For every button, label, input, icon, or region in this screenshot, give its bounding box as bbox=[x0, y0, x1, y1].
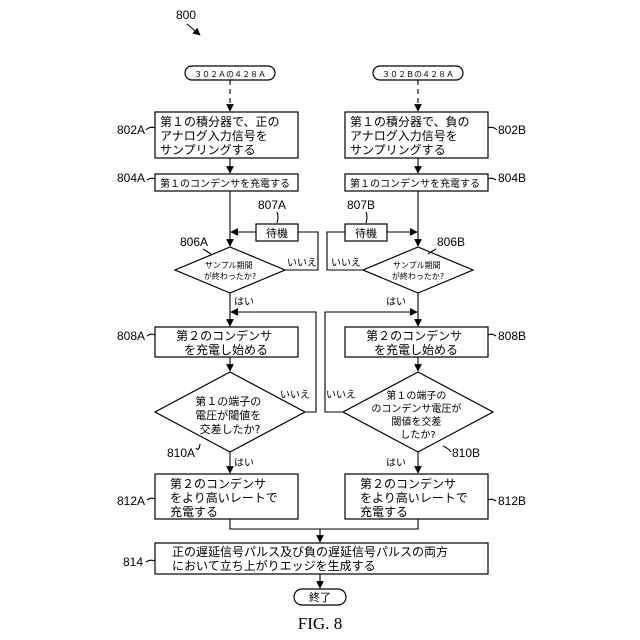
leader-804a bbox=[147, 178, 155, 180]
ref-802a: 802A bbox=[117, 123, 145, 137]
ref-810b: 810B bbox=[452, 446, 480, 460]
leader-812b bbox=[488, 499, 496, 501]
figure-number: 800 bbox=[176, 8, 196, 22]
ref-806a: 806A bbox=[180, 235, 208, 249]
yes-label-806a: はい bbox=[234, 296, 254, 308]
ref-808a: 808A bbox=[117, 329, 145, 343]
ref-807a: 807A bbox=[258, 198, 286, 212]
decision-810a-text: 第１の端子の 電圧が閾値を 交差したか? bbox=[195, 394, 265, 436]
leader-808b bbox=[488, 334, 496, 336]
ref-804b: 804B bbox=[498, 171, 526, 185]
figure-number-arrow bbox=[187, 24, 200, 35]
no-label-806b: いいえ bbox=[331, 257, 361, 269]
leader-812a bbox=[147, 498, 155, 500]
ref-804a: 804A bbox=[117, 171, 145, 185]
leader-804b bbox=[488, 178, 496, 180]
leader-814 bbox=[146, 560, 155, 562]
ref-814: 814 bbox=[123, 555, 143, 569]
ref-807b: 807B bbox=[347, 198, 375, 212]
leader-808a bbox=[147, 334, 155, 336]
leader-802a bbox=[146, 127, 155, 130]
no-label-810b: いいえ bbox=[326, 389, 356, 401]
no-label-806a: いいえ bbox=[287, 257, 317, 269]
figure-caption: FIG. 8 bbox=[298, 614, 342, 633]
start-label-right: ３０２Ｂの４２８Ａ bbox=[382, 70, 454, 79]
merge-line bbox=[230, 519, 418, 529]
leader-807a bbox=[277, 212, 278, 223]
yes-label-810b: はい bbox=[386, 457, 406, 469]
ref-808b: 808B bbox=[498, 329, 526, 343]
leader-806a bbox=[203, 249, 211, 254]
step-808b-text: 第２のコンデンサ を充電し始める bbox=[366, 328, 466, 357]
decision-806a bbox=[175, 247, 285, 293]
leader-810b bbox=[443, 446, 451, 452]
leader-807b bbox=[366, 212, 367, 223]
wait-text-807a: 待機 bbox=[266, 226, 288, 240]
decision-806b bbox=[363, 247, 473, 293]
ref-812b: 812B bbox=[498, 494, 526, 508]
wait-text-807b: 待機 bbox=[355, 226, 377, 240]
no-label-810a: いいえ bbox=[280, 389, 310, 401]
start-label-left: ３０２Ａの４２８Ａ bbox=[194, 70, 266, 79]
yes-label-810a: はい bbox=[234, 457, 254, 469]
yes-label-806b: はい bbox=[386, 296, 406, 308]
ref-810a: 810A bbox=[167, 446, 195, 460]
leader-802b bbox=[488, 127, 497, 130]
end-label: 終了 bbox=[309, 590, 331, 604]
ref-806b: 806B bbox=[437, 235, 465, 249]
step-808a-text: 第２のコンデンサ を充電し始める bbox=[176, 328, 276, 357]
leader-810a bbox=[196, 444, 200, 449]
ref-812a: 812A bbox=[117, 494, 145, 508]
step-804b-text: 第１のコンデンサを充電する bbox=[350, 177, 480, 190]
ref-802b: 802B bbox=[498, 123, 526, 137]
step-804a-text: 第１のコンデンサを充電する bbox=[160, 177, 290, 190]
